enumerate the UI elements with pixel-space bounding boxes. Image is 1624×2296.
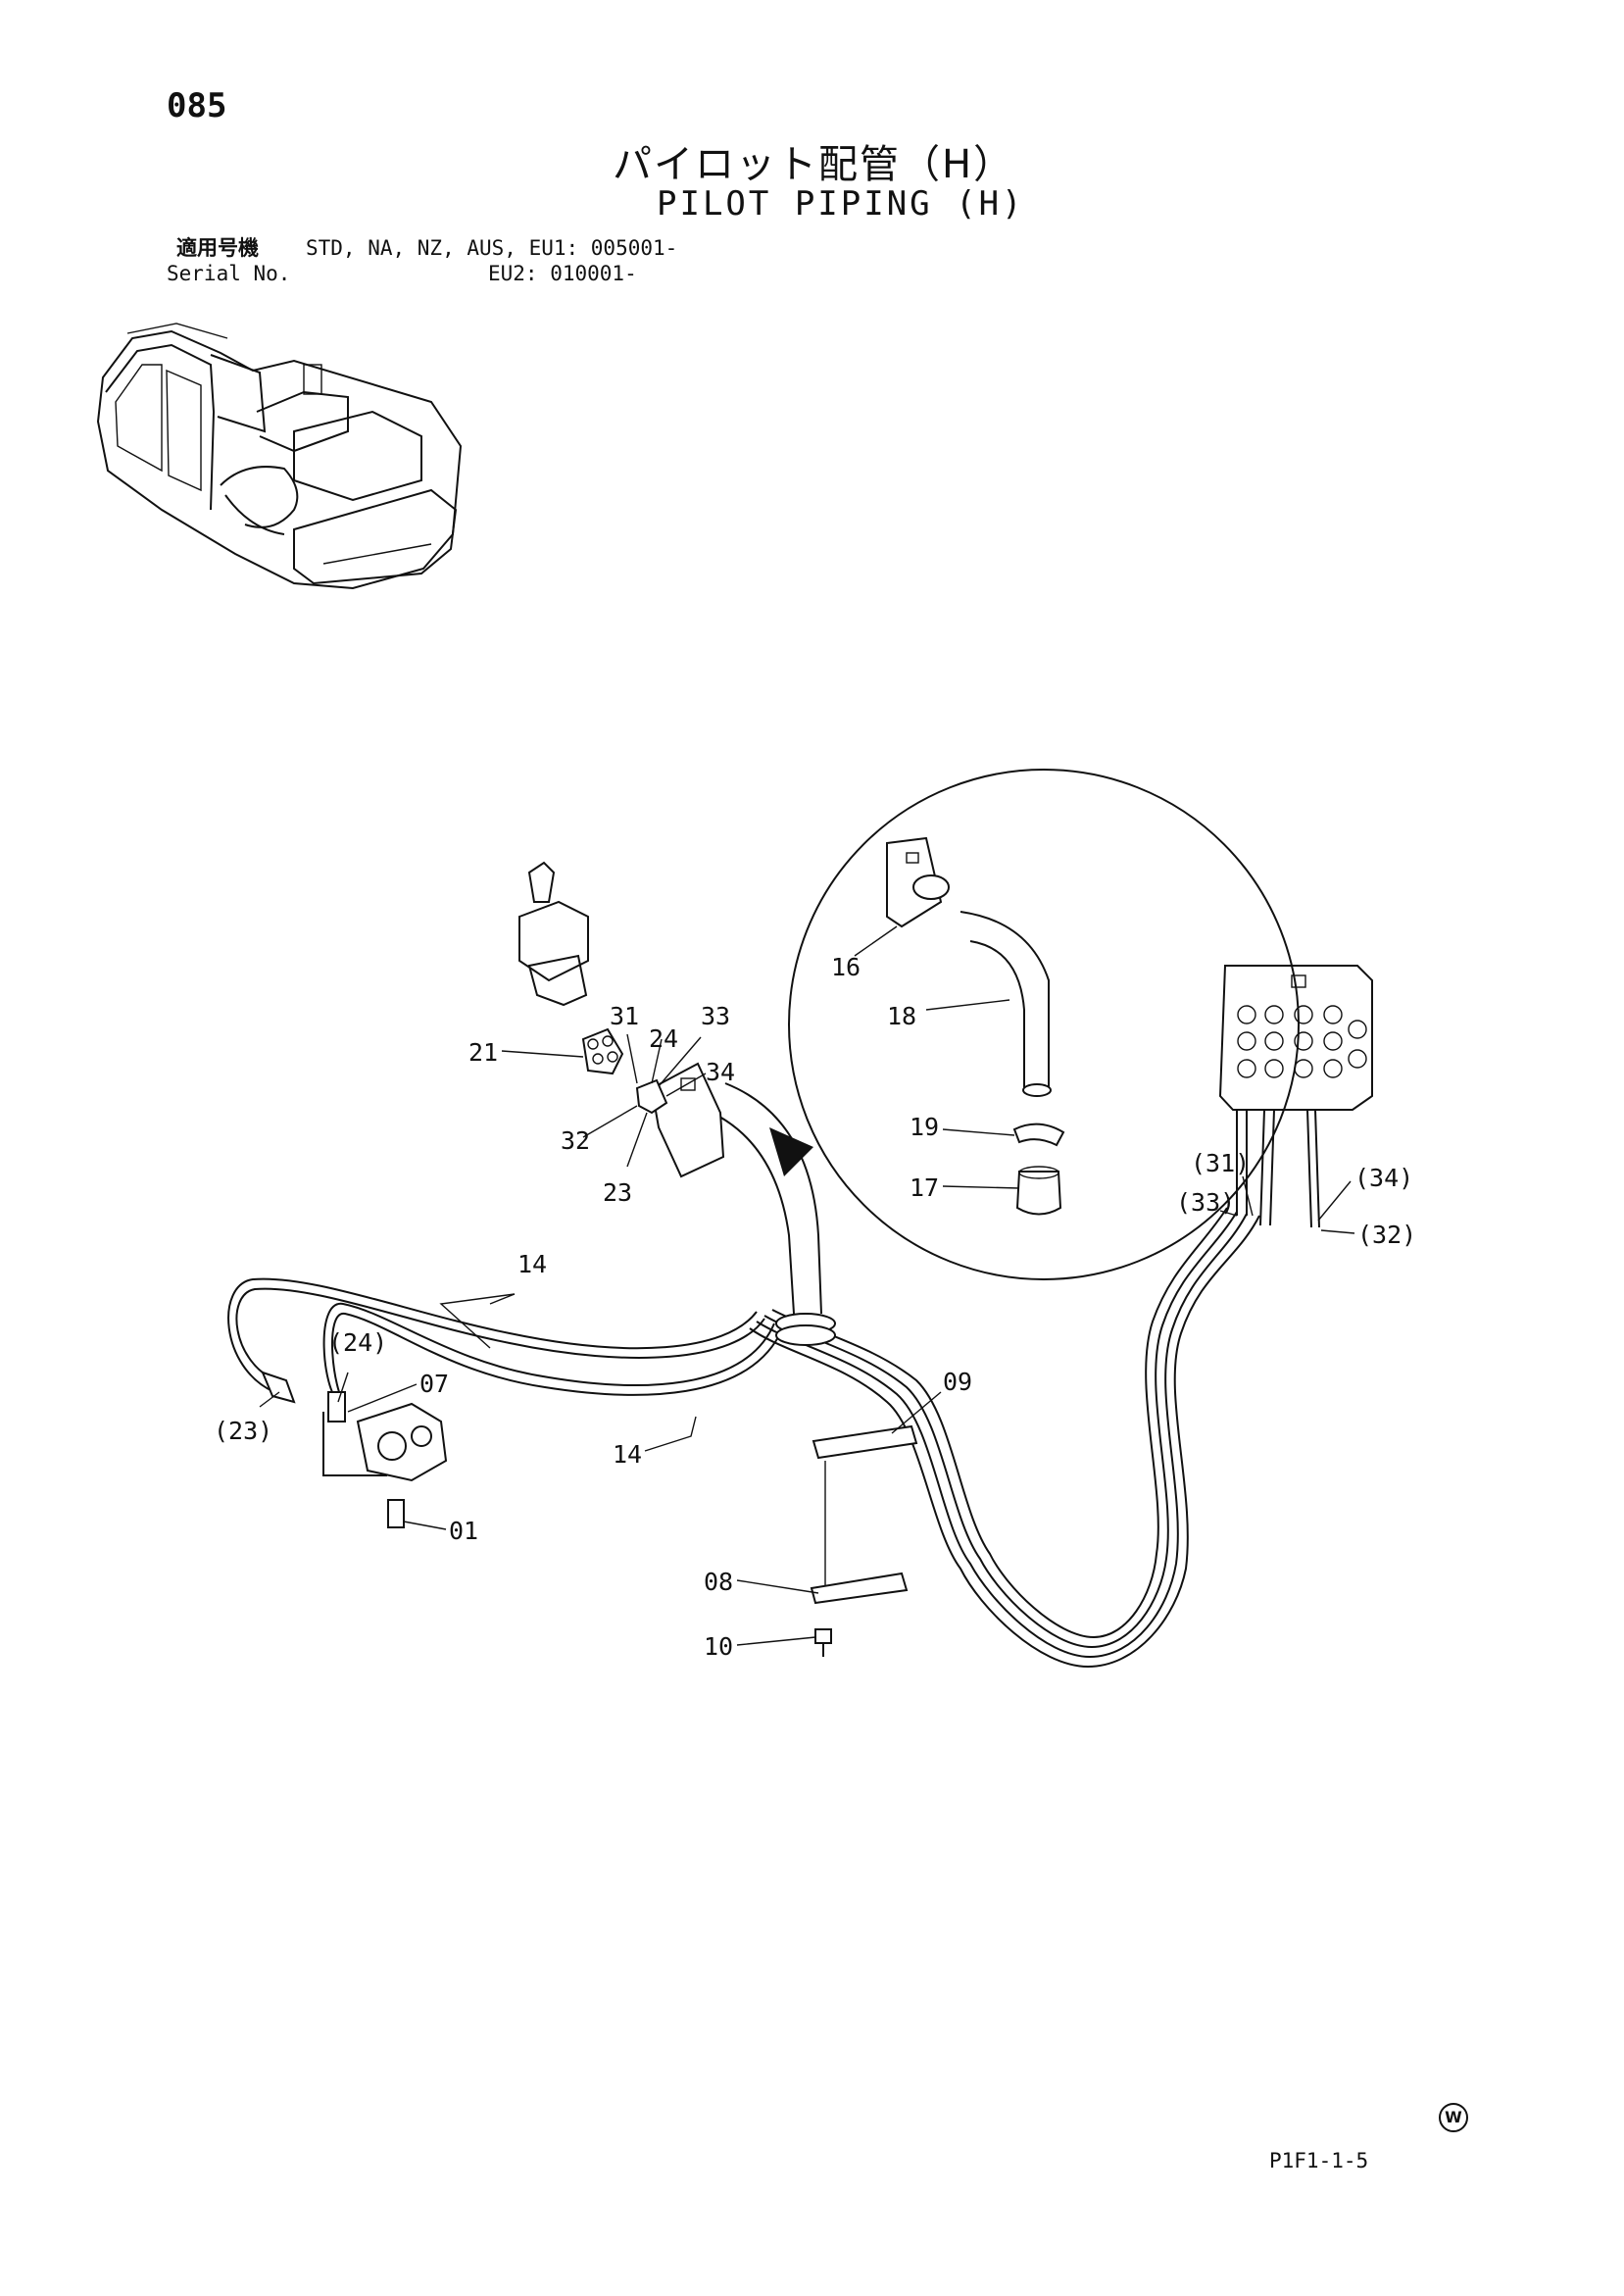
callout-23: 23: [603, 1178, 632, 1207]
serial-label-english: Serial No.: [167, 262, 291, 285]
callout-14-bottom: 14: [613, 1440, 642, 1469]
callout-16: 16: [831, 953, 861, 981]
callout-14-top: 14: [517, 1250, 547, 1278]
page-title-english: PILOT PIPING (H): [657, 184, 1025, 224]
callout-10: 10: [704, 1632, 733, 1661]
callout-08: 08: [704, 1568, 733, 1596]
callout-01: 01: [449, 1517, 478, 1545]
hose-bundle: [749, 1109, 1320, 1669]
leader-lines: [259, 925, 1355, 1646]
callout-33: 33: [701, 1002, 730, 1030]
callout-09: 09: [943, 1368, 972, 1396]
callout-34-ref: (34): [1354, 1164, 1413, 1192]
pilot-pump: [322, 1402, 448, 1528]
callout-33-ref: (33): [1176, 1188, 1235, 1217]
serial-label-japanese: 適用号機: [176, 236, 259, 260]
callout-32: 32: [561, 1126, 590, 1155]
mounting-bracket: [810, 1424, 918, 1657]
page-number: 085: [167, 86, 227, 125]
callout-31-ref: (31): [1191, 1149, 1250, 1177]
callout-18: 18: [887, 1002, 916, 1030]
w-circle-mark: W: [1439, 2103, 1468, 2132]
callout-32-ref: (32): [1357, 1221, 1416, 1249]
excavator-thumbnail: [96, 323, 463, 590]
callout-31: 31: [610, 1002, 639, 1030]
callout-17: 17: [910, 1173, 939, 1202]
document-code: P1F1-1-5: [1269, 2149, 1369, 2172]
serial-eu2: EU2: 010001-: [488, 262, 637, 285]
grommet-pipe: [650, 1062, 836, 1346]
callout-24: 24: [649, 1024, 678, 1053]
detail-circle: [769, 769, 1300, 1280]
control-valve: [1218, 965, 1373, 1111]
callout-23-ref: (23): [214, 1417, 272, 1445]
callout-21: 21: [468, 1038, 498, 1067]
serial-models-eu1: STD, NA, NZ, AUS, EU1: 005001-: [306, 236, 678, 260]
callout-19: 19: [910, 1113, 939, 1141]
callout-34: 34: [706, 1058, 735, 1086]
page-title-japanese: パイロット配管（H）: [613, 142, 1015, 187]
callout-labels: 16 18 19 17 21 31 24 33 34 32 23 14 14 (…: [214, 953, 1416, 1661]
pump-hoses: [227, 1277, 783, 1423]
callout-24-ref: (24): [328, 1328, 387, 1357]
pilot-valve: [518, 861, 668, 1115]
callout-07: 07: [419, 1370, 449, 1398]
